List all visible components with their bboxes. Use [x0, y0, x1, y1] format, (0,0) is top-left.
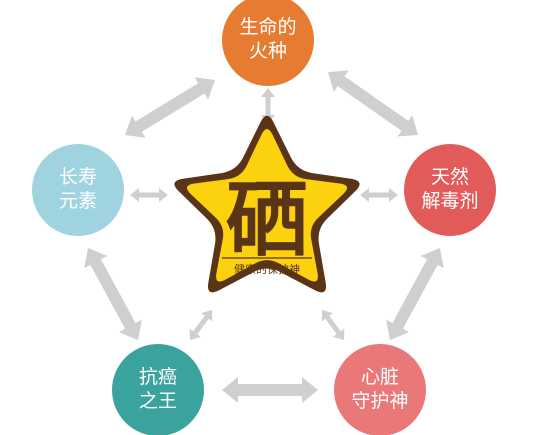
arrow-right-bottomright — [386, 248, 444, 340]
arrow-spoke-bottomright — [321, 310, 345, 340]
arrow-top-left — [125, 77, 215, 138]
node-top-circle — [222, 0, 314, 86]
node-bottom-right-line1: 心脏 — [361, 366, 399, 388]
arrow-top-right — [328, 70, 418, 137]
node-left: 长寿 元素 — [32, 144, 124, 236]
node-bottom-left-line1: 抗癌 — [139, 366, 177, 388]
node-right-line2: 解毒剂 — [421, 190, 478, 212]
arrow-left-bottomleft — [84, 248, 142, 340]
node-top: 生命的 火种 — [222, 0, 314, 86]
star-character: 硒 — [226, 172, 308, 268]
arrow-bottom — [222, 377, 318, 403]
node-bottom-right-circle — [334, 344, 426, 435]
center-star: 硒 健康的保护神 — [174, 115, 360, 293]
node-top-line2: 火种 — [249, 40, 287, 62]
node-bottom-right-line2: 守护神 — [351, 390, 408, 412]
arrow-spoke-right — [360, 188, 398, 202]
node-left-line2: 元素 — [59, 190, 97, 212]
node-right: 天然 解毒剂 — [404, 144, 496, 236]
arrow-layer — [84, 70, 444, 403]
node-right-circle — [404, 144, 496, 236]
arrow-spoke-top — [261, 88, 275, 124]
node-left-line1: 长寿 — [59, 166, 97, 188]
arrow-spoke-bottomleft — [189, 310, 213, 340]
star-caption: 健康的保护神 — [234, 262, 300, 276]
node-top-line1: 生命的 — [239, 16, 296, 38]
node-bottom-left-circle — [112, 344, 204, 435]
node-bottom-left-line2: 之王 — [139, 390, 177, 412]
node-bottom-left: 抗癌 之王 — [112, 344, 204, 435]
node-left-circle — [32, 144, 124, 236]
node-right-line1: 天然 — [431, 166, 469, 188]
node-bottom-right: 心脏 守护神 — [334, 344, 426, 435]
arrow-spoke-left — [130, 188, 168, 202]
star-fill — [186, 129, 348, 282]
